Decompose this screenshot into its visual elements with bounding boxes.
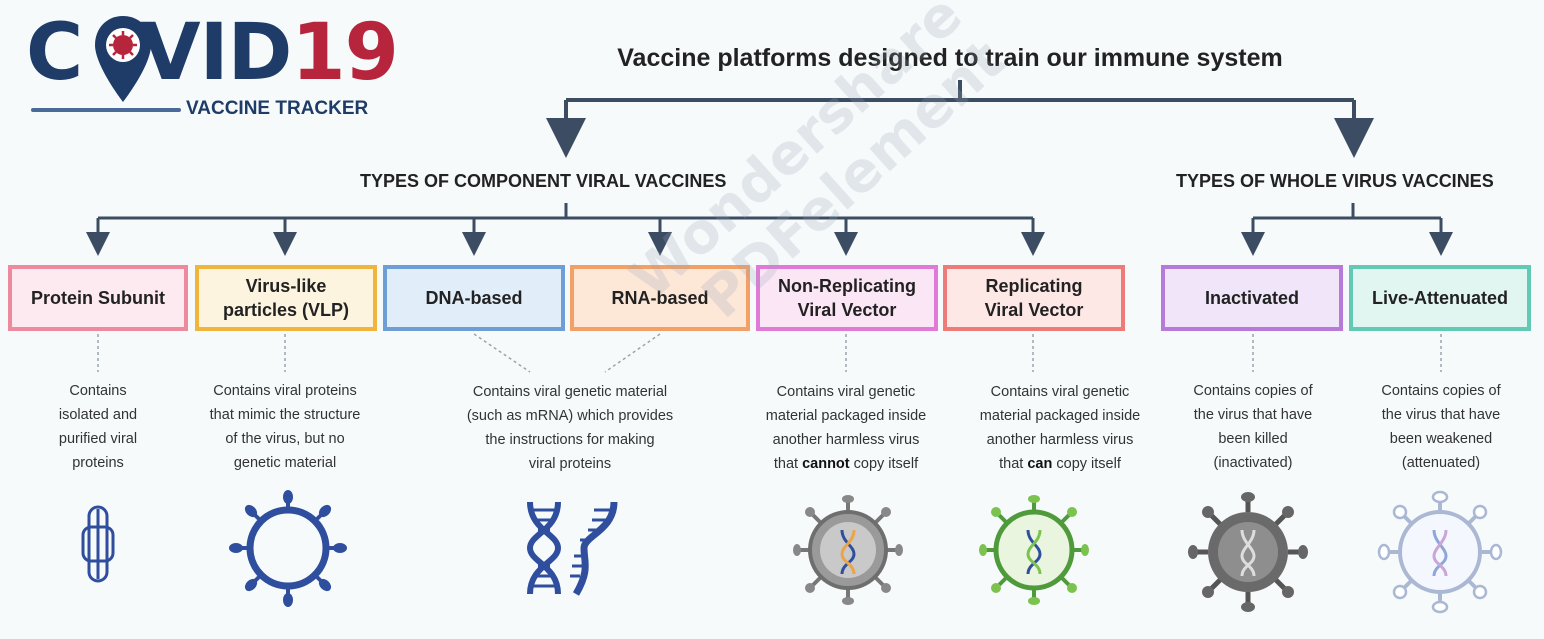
component-vaccines-heading: TYPES OF COMPONENT VIRAL VACCINES: [360, 171, 727, 191]
whole-virus-vaccines-heading: TYPES OF WHOLE VIRUS VACCINES: [1176, 171, 1494, 191]
live-attenuated-box: Live-Attenuated: [1349, 265, 1531, 331]
live-attenuated-label: Live-Attenuated: [1371, 288, 1508, 308]
rna-based-box: RNA-based: [570, 265, 750, 331]
component-branch-connector: [86, 203, 1045, 256]
dotted-description-lines: [97, 333, 1442, 373]
logo-letters-vid: VID: [140, 8, 292, 98]
live-attenuated-virus-icon: [1377, 490, 1503, 614]
dna-helix-icon: [526, 501, 562, 595]
inactivated-virus-icon: [1188, 492, 1308, 612]
inactivated-label: Inactivated: [1204, 288, 1300, 308]
inactivated-box: Inactivated: [1161, 265, 1343, 331]
virus-like-particle-icon: [229, 490, 347, 607]
logo-letter-c: C: [26, 8, 83, 98]
protein-subunit-label: Protein Subunit: [31, 288, 165, 308]
non-replicating-vector-icon: [793, 495, 903, 605]
diagram-title: Vaccine platforms designed to train our …: [617, 44, 1283, 72]
logo-number: 19: [291, 8, 399, 98]
dna-based-label: DNA-based: [425, 288, 523, 308]
rna-strand-icon: [570, 501, 618, 596]
location-pin-virus-icon: [95, 16, 151, 102]
protein-subunit-icon: [81, 505, 115, 583]
logo-subtitle: VACCINE TRACKER: [186, 98, 369, 119]
dna-based-box: DNA-based: [383, 265, 565, 331]
protein-subunit-box: Protein Subunit: [8, 265, 188, 331]
whole-branch-connector: [1241, 203, 1453, 256]
top-branch-connector: [546, 80, 1374, 158]
replicating-vector-icon: [979, 495, 1089, 605]
rna-based-label: RNA-based: [611, 288, 709, 308]
logo-wordmark: C VID19: [26, 8, 399, 98]
nucleic-acid-description: Contains viral genetic material(such as …: [466, 384, 674, 472]
logo-underline: [31, 108, 181, 112]
